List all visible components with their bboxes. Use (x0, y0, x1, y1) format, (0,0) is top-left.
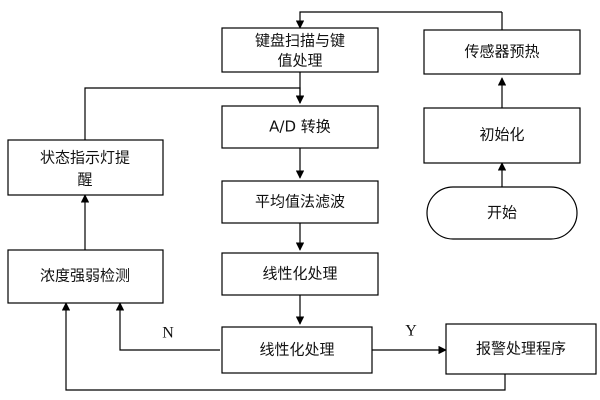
sensor-preheat-label: 传感器预热 (464, 43, 539, 61)
loop-return-arrow (295, 11, 502, 29)
node-average-filter: 平均值法滤波 (221, 180, 379, 224)
node-sensor-preheat: 传感器预热 (423, 29, 581, 75)
arrow-status-to-main (84, 87, 305, 140)
linearize-1-label: 线性化处理 (262, 265, 337, 283)
edge-label-no: N (162, 325, 174, 342)
alarm-program-label: 报警处理程序 (476, 340, 566, 358)
node-linearize-2: 线性化处理 (221, 326, 373, 374)
node-concentration-check: 浓度强弱检测 (7, 249, 164, 304)
arrow-no-branch (115, 302, 220, 351)
ad-convert-label: A/D 转换 (269, 118, 331, 136)
status-indicator-line2: 醒 (77, 171, 92, 189)
edge-label-yes: Y (405, 323, 417, 340)
node-linearize-1: 线性化处理 (221, 252, 379, 296)
connector-lines (61, 11, 507, 391)
average-filter-label: 平均值法滤波 (255, 193, 345, 211)
node-ad-convert: A/D 转换 (221, 105, 379, 149)
keyboard-scan-line1: 键盘扫描与键 (255, 32, 345, 50)
node-alarm-program: 报警处理程序 (445, 323, 597, 375)
arrow-alarm-return (61, 302, 506, 391)
node-start: 开始 (426, 186, 578, 240)
initialize-label: 初始化 (479, 126, 524, 144)
node-initialize: 初始化 (423, 107, 581, 164)
keyboard-scan-line2: 值处理 (277, 52, 322, 70)
concentration-check-label: 浓度强弱检测 (40, 267, 130, 285)
node-status-indicator: 状态指示灯提 醒 (7, 139, 164, 196)
start-label: 开始 (487, 204, 517, 222)
linearize-2-label: 线性化处理 (259, 341, 334, 359)
node-keyboard-scan: 键盘扫描与键 值处理 (221, 27, 379, 73)
status-indicator-line1: 状态指示灯提 (40, 149, 130, 167)
